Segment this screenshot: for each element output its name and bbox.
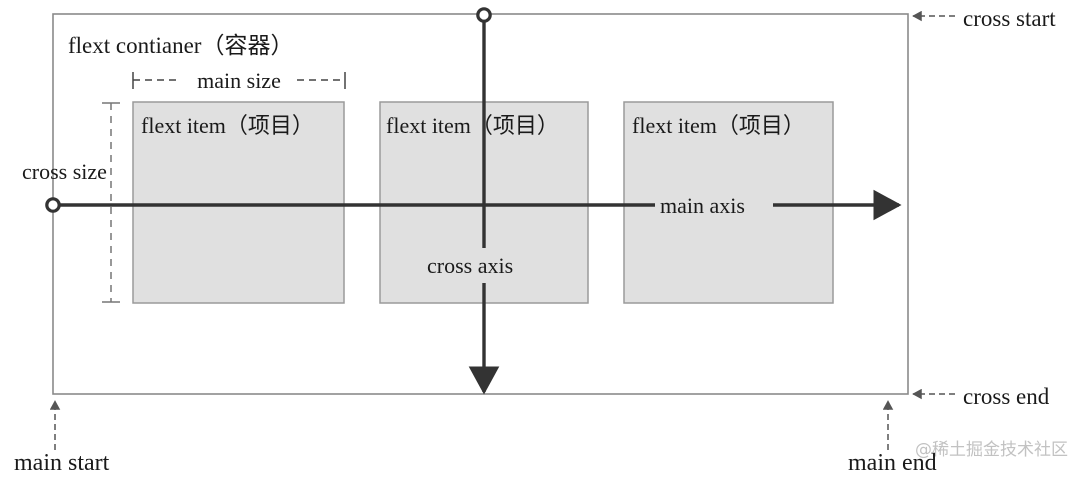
cross-axis-label: cross axis	[427, 253, 513, 278]
cross-start-annotation: cross start	[912, 6, 1056, 31]
cross-size-label: cross size	[22, 159, 107, 184]
flex-item: flext item（项目）	[132, 101, 345, 304]
flex-container-label: flext contianer（容器）	[68, 33, 293, 58]
main-start-annotation: main start	[14, 400, 110, 476]
cross-end-label: cross end	[963, 384, 1050, 409]
main-axis	[45, 189, 902, 221]
main-axis-label: main axis	[660, 193, 745, 218]
main-start-label: main start	[14, 450, 110, 476]
cross-start-label: cross start	[963, 6, 1056, 31]
cross-axis	[468, 7, 500, 395]
watermark: @稀土掘金技术社区	[915, 440, 1068, 460]
main-axis-origin-marker	[45, 197, 61, 213]
flex-item-label: flext item（项目）	[632, 113, 805, 138]
cross-end-annotation: cross end	[912, 384, 1050, 409]
main-axis-label-backdrop	[655, 190, 773, 220]
cross-size-measure	[102, 102, 120, 303]
cross-axis-label-backdrop	[424, 250, 546, 280]
main-end-annotation: main end	[848, 400, 937, 476]
main-size-measure: main size	[132, 68, 346, 93]
flex-item-label: flext item（项目）	[386, 113, 559, 138]
main-end-label: main end	[848, 450, 937, 476]
cross-axis-origin-marker	[476, 7, 492, 23]
flex-item-label: flext item（项目）	[141, 113, 314, 138]
flex-item-box	[132, 101, 345, 304]
main-size-label: main size	[197, 68, 281, 93]
